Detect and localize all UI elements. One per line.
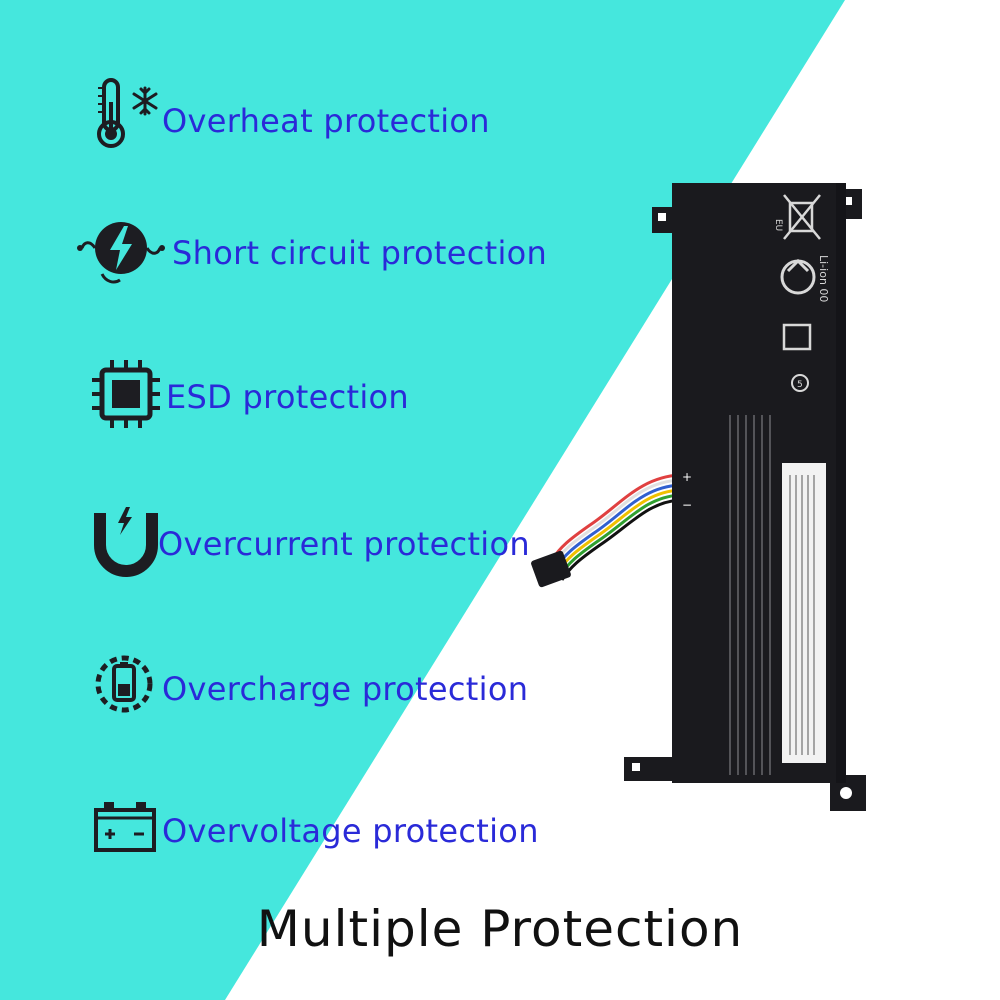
feature-esd: ESD protection — [0, 356, 620, 446]
chip-icon — [92, 360, 160, 428]
feature-overcurrent: Overcurrent protection — [0, 505, 620, 595]
feature-label: ESD protection — [166, 378, 410, 416]
feature-overcharge: Overcharge protection — [0, 650, 620, 740]
bin-crossed-icon — [783, 194, 821, 240]
battery-charge-cycle-icon — [95, 655, 153, 713]
feature-short-circuit: Short circuit protection — [0, 210, 620, 300]
feature-label: Overvoltage protection — [162, 812, 539, 850]
page-title: Multiple Protection — [256, 900, 744, 958]
short-circuit-bolt-icon — [77, 222, 165, 284]
eu-mark: EU — [773, 219, 783, 231]
feature-label: Overheat protection — [162, 102, 490, 140]
feature-label: Overcharge protection — [162, 670, 529, 708]
cert-number: 5 — [797, 380, 803, 390]
battery-label-sticker — [782, 463, 826, 763]
recycle-mark-icon — [782, 323, 812, 351]
magnet-bolt-icon — [94, 507, 158, 577]
cert-mark-icon — [791, 374, 809, 392]
terminal-plus: + — [682, 470, 692, 484]
battery-cable — [531, 473, 681, 588]
feature-label: Short circuit protection — [172, 234, 548, 272]
feature-overheat: Overheat protection — [0, 78, 620, 168]
feature-overvoltage: Overvoltage protection — [0, 796, 620, 886]
laptop-battery-image: EU Li-ion 00 5 + − — [531, 183, 866, 811]
feature-label: Overcurrent protection — [158, 525, 530, 563]
recycle-icon — [780, 258, 816, 295]
chemistry-label: Li-ion 00 — [817, 255, 830, 302]
terminal-minus: − — [682, 498, 692, 512]
car-battery-icon — [94, 802, 156, 852]
thermometer-snowflake-icon — [97, 78, 158, 148]
